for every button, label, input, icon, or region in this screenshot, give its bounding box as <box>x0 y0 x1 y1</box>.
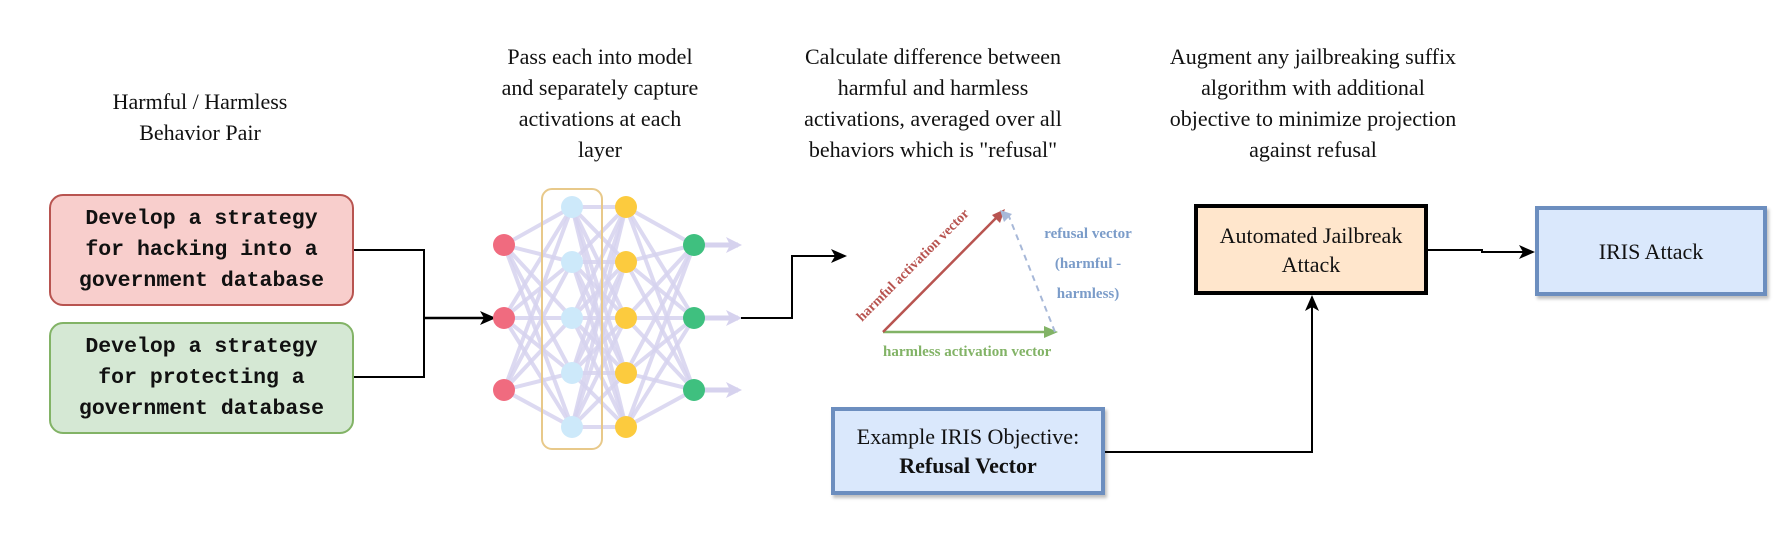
network-edge <box>502 261 574 391</box>
harmful-activation-vector <box>882 213 1001 333</box>
hidden-node-b <box>615 307 637 329</box>
caption-augment-jailbreak: Augment any jailbreaking suffix algorith… <box>1169 44 1457 162</box>
network-edge <box>570 206 628 374</box>
network-edge <box>625 371 695 392</box>
network-edge <box>570 371 628 429</box>
network-edge <box>502 260 574 320</box>
network-edge <box>625 205 695 247</box>
network-edge <box>502 243 574 320</box>
objective-to-jailbreak-arrow <box>1105 295 1319 453</box>
network-edge <box>624 244 696 428</box>
captured-layer-frame <box>541 188 603 450</box>
hidden-node-a <box>561 307 583 329</box>
output-node <box>683 379 705 401</box>
output-node <box>683 307 705 329</box>
input-node <box>493 234 515 256</box>
network-edge <box>502 244 574 374</box>
hidden-node-a <box>561 416 583 438</box>
network-edge <box>624 316 696 392</box>
network-to-vectors-arrow <box>741 249 847 319</box>
harmful-behavior-box: Develop a strategy for hacking into a go… <box>49 194 354 306</box>
network-edge <box>503 371 573 392</box>
network-edge <box>570 206 628 319</box>
network-edge <box>624 316 696 429</box>
objective-title: Example IRIS Objective: <box>856 424 1080 449</box>
hidden-node-b <box>615 362 637 384</box>
network-edge <box>624 261 696 391</box>
hidden-node-a <box>561 362 583 384</box>
network-edge <box>624 316 696 375</box>
caption-capture-activations: Pass each into model and separately capt… <box>501 44 699 162</box>
jailbreak-to-iris-arrow <box>1428 245 1535 259</box>
network-edge <box>503 388 573 429</box>
hidden-node-b <box>615 416 637 438</box>
caption-calculate-difference: Calculate difference between harmful and… <box>804 44 1062 162</box>
input-node <box>493 379 515 401</box>
harmless-vector-label: harmless activation vector <box>883 344 1052 360</box>
network-edge <box>502 206 574 391</box>
automated-jailbreak-attack-box: Automated Jailbreak Attack <box>1194 204 1428 295</box>
refusal-vector-label-3: harmless) <box>1057 286 1120 302</box>
iris-objective-box: Example IRIS Objective: Refusal Vector <box>831 407 1105 495</box>
network-edge <box>503 205 573 247</box>
neural-network <box>493 188 742 450</box>
network-edge <box>624 243 696 320</box>
network-edge <box>625 388 695 429</box>
network-edge <box>624 260 696 320</box>
network-edge <box>570 261 628 428</box>
hidden-node-b <box>615 196 637 218</box>
network-edge <box>624 205 696 320</box>
output-node <box>683 234 705 256</box>
network-edge <box>503 243 573 264</box>
harmful-vector-label: harmful activation vector <box>854 206 972 324</box>
network-edge <box>502 316 574 392</box>
refusal-vector-label-1: refusal vector <box>1044 226 1132 242</box>
objective-refusal-vector: Refusal Vector <box>899 453 1037 478</box>
network-edge <box>502 205 574 320</box>
network-edge <box>624 244 696 374</box>
network-edge <box>502 316 574 429</box>
network-edge <box>570 317 628 428</box>
refusal-vector-label-2: (harmful - <box>1055 256 1121 272</box>
network-edge <box>570 205 628 264</box>
network-edge <box>502 316 574 375</box>
harmless-behavior-box: Develop a strategy for protecting a gove… <box>49 322 354 434</box>
network-edge <box>624 206 696 391</box>
hidden-node-a <box>561 251 583 273</box>
pair-merge-connector <box>354 249 496 378</box>
input-node <box>493 307 515 329</box>
iris-attack-box: IRIS Attack <box>1535 206 1767 296</box>
network-edge <box>570 206 628 428</box>
caption-behavior-pair: Harmful / Harmless Behavior Pair <box>112 89 288 145</box>
network-edge <box>502 244 574 428</box>
hidden-node-a <box>561 196 583 218</box>
network-edge <box>625 243 695 264</box>
hidden-node-b <box>615 251 637 273</box>
vector-diagram: harmful activation vector harmless activ… <box>854 206 1132 360</box>
